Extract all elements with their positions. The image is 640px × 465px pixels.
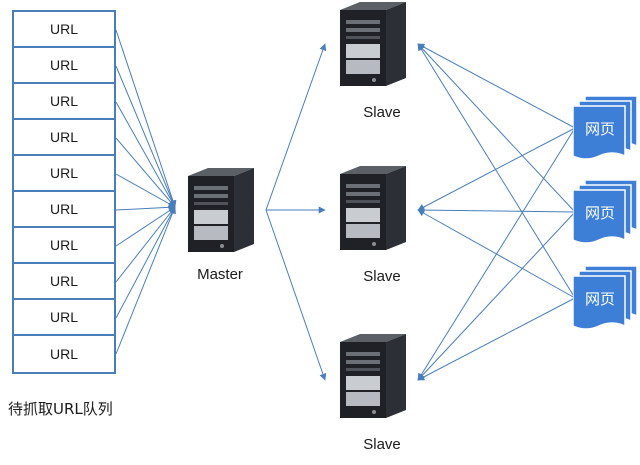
page-label: 网页 — [584, 120, 615, 138]
queue-item: URL — [14, 228, 114, 264]
queue-item: URL — [14, 12, 114, 48]
queue-item: URL — [14, 156, 114, 192]
queue-to-master-arrow — [115, 137, 176, 208]
page-to-slave-arrow — [417, 209, 576, 299]
queue-to-master-arrow — [115, 206, 176, 247]
master-label: Master — [197, 266, 243, 283]
queue-to-master-arrow — [115, 173, 176, 208]
slave-label: Slave — [363, 104, 401, 121]
queue-caption: 待抓取URL队列 — [8, 400, 113, 418]
queue-item: URL — [14, 300, 114, 336]
queue-to-master-arrow — [115, 206, 176, 355]
web-page-stack-icon: 网页 — [573, 96, 637, 162]
url-queue: URL URL URL URL URL URL URL URL URL URL — [12, 10, 116, 374]
queue-item: URL — [49, 346, 78, 362]
page-to-slave-arrow — [417, 211, 576, 381]
page-to-slave-arrow — [417, 127, 576, 211]
page-to-slave-arrow — [417, 43, 576, 213]
queue-to-master-arrow — [115, 101, 176, 208]
queue-item: URL — [14, 120, 114, 156]
slave-server-icon — [334, 164, 410, 252]
master-to-slave-arrow — [265, 209, 327, 381]
queue-item: URL — [14, 48, 114, 84]
queue-item: URL — [14, 84, 114, 120]
page-to-slave-arrow — [417, 297, 576, 381]
slave-label: Slave — [363, 268, 401, 285]
queue-to-master-arrow — [115, 206, 176, 283]
queue-to-master-arrow — [115, 29, 177, 208]
page-to-slave-arrow — [417, 43, 576, 299]
slave-server-icon — [334, 332, 410, 420]
slave-label: Slave — [363, 436, 401, 453]
page-to-slave-arrow — [417, 43, 576, 129]
page-to-slave-arrow — [417, 206, 576, 214]
web-page-stack-icon: 网页 — [573, 180, 637, 246]
queue-item: URL — [14, 192, 114, 228]
page-label: 网页 — [584, 204, 615, 222]
queue-to-master-arrow — [115, 206, 176, 319]
queue-to-master-arrow — [115, 203, 176, 211]
queue-item: URL — [14, 264, 114, 300]
master-to-slave-arrow — [265, 43, 327, 211]
web-page-stack-icon: 网页 — [573, 266, 637, 332]
master-server-icon — [182, 166, 258, 254]
page-label: 网页 — [584, 290, 615, 308]
queue-to-master-arrow — [115, 65, 176, 208]
slave-server-icon — [334, 0, 410, 88]
